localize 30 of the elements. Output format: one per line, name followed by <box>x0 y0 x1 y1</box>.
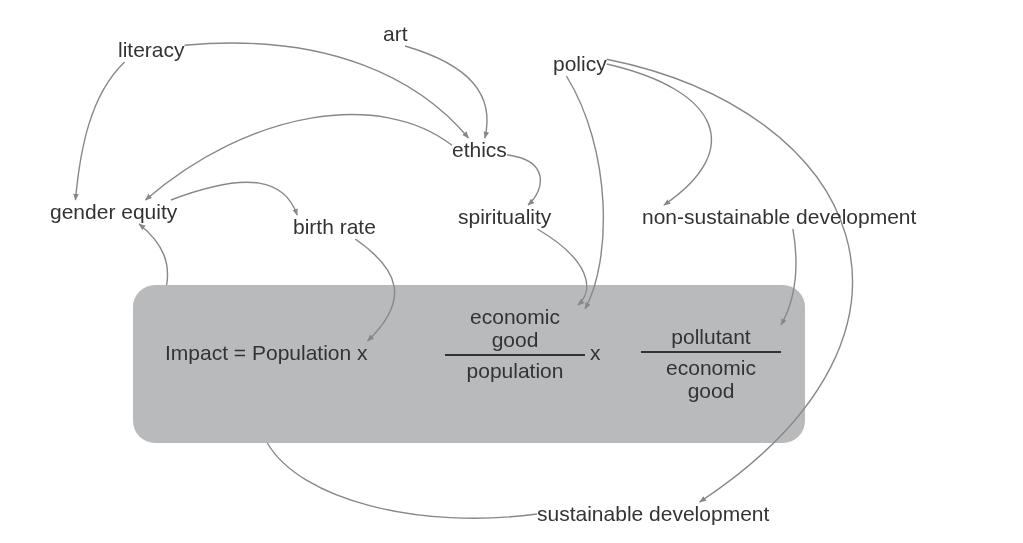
fraction-numerator: pollutant <box>670 325 752 348</box>
fraction-denominator: population <box>465 359 565 382</box>
arrow <box>780 228 797 326</box>
concept-label: spirituality <box>458 205 552 229</box>
arrow <box>354 238 396 342</box>
concept-label: sustainable development <box>537 502 770 526</box>
arrow <box>404 45 489 139</box>
equation-term: Impact = Population x <box>165 341 368 365</box>
concept-label: policy <box>553 52 607 76</box>
concept-label: literacy <box>118 38 185 62</box>
arrow <box>565 75 605 310</box>
equation-term: x <box>590 341 601 365</box>
concept-label: ethics <box>452 138 507 162</box>
concept-label: art <box>383 22 408 46</box>
arrow <box>144 114 453 201</box>
fraction-numerator: economic good <box>469 305 561 351</box>
arrow <box>183 42 470 139</box>
rounded-panel <box>133 285 805 443</box>
arrow <box>606 58 854 503</box>
concept-label: non-sustainable development <box>642 205 917 229</box>
arrow <box>536 228 588 306</box>
arrow <box>138 223 169 286</box>
arrow <box>506 154 542 206</box>
arrow <box>73 61 126 201</box>
fraction-denominator: economic good <box>665 356 757 402</box>
connector-line <box>266 442 538 519</box>
concept-label: birth rate <box>293 215 376 239</box>
arrow <box>606 63 712 206</box>
concept-label: gender equity <box>50 200 178 224</box>
arrow <box>170 181 298 216</box>
